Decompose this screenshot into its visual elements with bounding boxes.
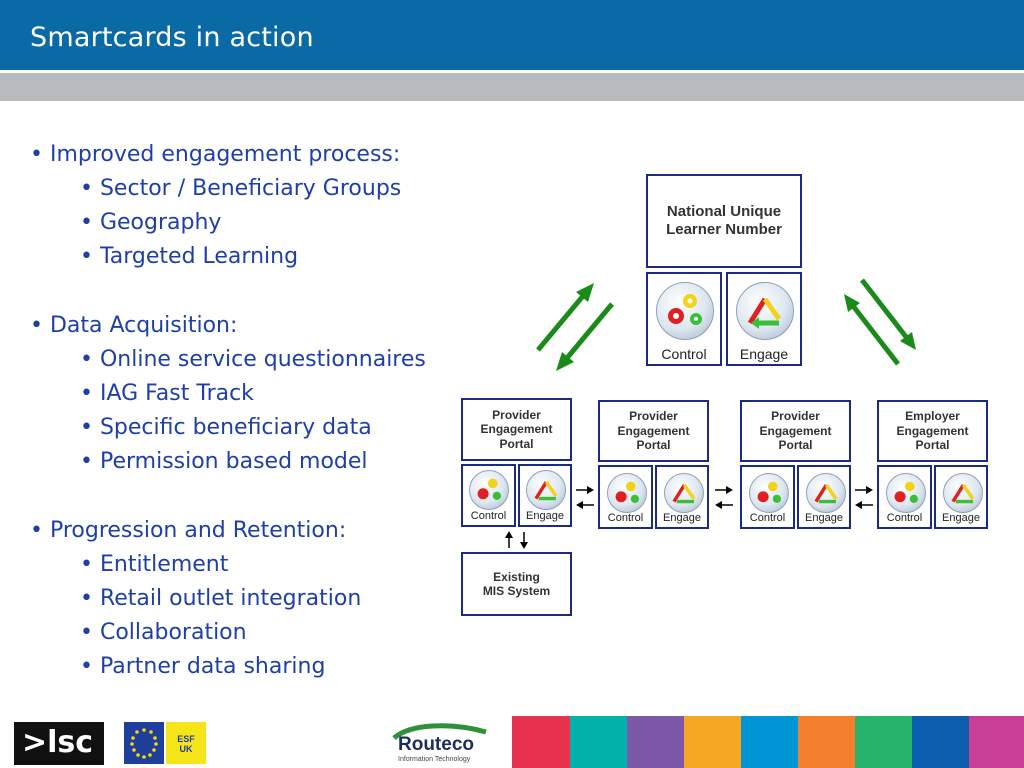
color-strip-segment <box>627 716 684 768</box>
bullet-item: • Permission based model <box>80 449 368 474</box>
national-control-tile: Control <box>646 272 722 366</box>
bullet-item: • Entitlement <box>80 552 229 577</box>
bullet-item: • Sector / Beneficiary Groups <box>80 176 402 201</box>
engage-label: Engage <box>663 512 701 524</box>
portal-box: Provider Engagement Portal <box>740 400 851 462</box>
exchange-arrows <box>855 486 873 509</box>
cycle-arrows-icon <box>806 473 846 513</box>
grey-band <box>0 73 1024 101</box>
gears-icon <box>469 470 509 510</box>
control-label: Control <box>661 346 707 362</box>
bullet-item: • Targeted Learning <box>80 244 299 269</box>
color-strip-segment <box>684 716 741 768</box>
exchange-arrows <box>715 486 733 509</box>
lsc-logo-text: >lsc <box>22 725 94 760</box>
national-uln-title: National Unique Learner Number <box>666 203 782 238</box>
portal-control-tile: Control <box>461 464 516 527</box>
sync-arrows-left <box>536 283 614 371</box>
portal-box: Employer Engagement Portal <box>877 400 988 462</box>
cycle-arrows-icon <box>736 282 794 340</box>
portal-title: Provider Engagement Portal <box>480 407 553 451</box>
engage-label: Engage <box>942 512 980 524</box>
eu-esf-logo: ESF UK <box>124 722 206 764</box>
control-label: Control <box>886 512 923 524</box>
bullet-item: • Retail outlet integration <box>80 586 362 611</box>
gears-icon <box>886 473 926 513</box>
color-strip-segment <box>912 716 969 768</box>
engage-label: Engage <box>739 346 789 362</box>
slide-title: Smartcards in action <box>30 22 314 53</box>
portal-control-tile: Control <box>740 465 795 529</box>
bullet-item: • Online service questionnaires <box>80 347 426 372</box>
portal-box: Provider Engagement Portal <box>461 398 572 461</box>
engage-label: Engage <box>805 512 843 524</box>
portal-box: Provider Engagement Portal <box>598 400 709 462</box>
color-strip-segment <box>512 716 570 768</box>
portal-title: Employer Engagement Portal <box>896 409 969 453</box>
engage-label: Engage <box>526 510 564 522</box>
bullet-item: • Data Acquisition: <box>30 313 238 338</box>
bullet-item: • Partner data sharing <box>80 654 326 679</box>
mis-exchange-arrows <box>505 531 528 549</box>
gears-icon <box>749 473 789 513</box>
color-strip-segment <box>969 716 1024 768</box>
bullet-item: • Collaboration <box>80 620 247 645</box>
routeco-tagline: Information Technology <box>398 756 471 763</box>
cycle-arrows-icon <box>664 473 704 513</box>
gears-icon <box>607 473 647 513</box>
portal-engage-tile: Engage <box>518 464 572 527</box>
esf-logo-text: ESF UK <box>177 734 195 754</box>
portal-control-tile: Control <box>877 465 932 529</box>
portal-engage-tile: Engage <box>934 465 988 529</box>
bullet-item: • IAG Fast Track <box>80 381 254 406</box>
lsc-logo: >lsc <box>14 722 104 765</box>
bullet-item: • Improved engagement process: <box>30 142 401 167</box>
color-strip-segment <box>798 716 855 768</box>
routeco-swoosh-icon <box>392 723 487 741</box>
exchange-arrows <box>576 486 594 509</box>
national-uln-box: National Unique Learner Number <box>646 174 802 268</box>
portal-title: Provider Engagement Portal <box>617 409 690 453</box>
control-label: Control <box>749 512 786 524</box>
title-rule <box>0 70 1024 73</box>
sync-arrows-right <box>844 278 916 366</box>
mis-box: Existing MIS System <box>461 552 572 616</box>
color-strip-segment <box>741 716 798 768</box>
eu-flag-icon <box>124 722 164 764</box>
bullet-item: • Progression and Retention: <box>30 518 347 543</box>
bullet-item: • Specific beneficiary data <box>80 415 372 440</box>
title-bar: Smartcards in action <box>0 0 1024 70</box>
routeco-name: Routeco <box>398 734 474 755</box>
cycle-arrows-icon <box>526 470 566 510</box>
cycle-arrows-icon <box>943 473 983 513</box>
portal-engage-tile: Engage <box>655 465 709 529</box>
routeco-logo: Routeco Information Technology <box>390 722 490 766</box>
control-label: Control <box>607 512 644 524</box>
color-strip-segment <box>570 716 627 768</box>
portal-control-tile: Control <box>598 465 653 529</box>
control-label: Control <box>470 510 507 522</box>
esf-logo-panel: ESF UK <box>166 722 206 764</box>
bullet-item: • Geography <box>80 210 222 235</box>
portal-engage-tile: Engage <box>797 465 851 529</box>
portal-title: Provider Engagement Portal <box>759 409 832 453</box>
gears-icon <box>656 282 714 340</box>
mis-title: Existing MIS System <box>482 569 551 598</box>
national-engage-tile: Engage <box>726 272 802 366</box>
color-strip-segment <box>855 716 912 768</box>
